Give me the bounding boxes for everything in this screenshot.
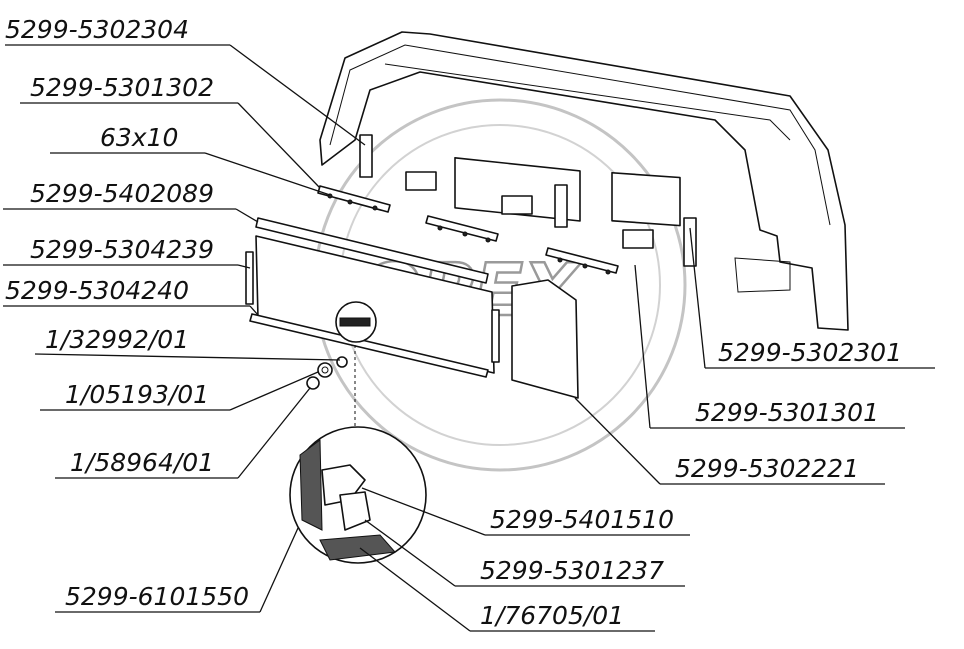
detail-section-b	[339, 491, 371, 531]
detail-seal	[319, 534, 397, 561]
frame-window-right	[611, 171, 681, 227]
label-63x10: 63x10	[100, 123, 178, 152]
leader-lines	[3, 44, 935, 632]
bracket-vertical-center	[554, 184, 568, 228]
detail-section-a	[321, 464, 366, 506]
label-5299-5302221: 5299-5302221	[675, 454, 859, 483]
label-5299-6101550: 5299-6101550	[65, 582, 249, 611]
detail-hatch-wall	[299, 439, 323, 531]
label-5299-5401510: 5299-5401510	[490, 505, 674, 534]
bolt-1-32992	[336, 356, 348, 368]
bracket-vertical-right	[683, 217, 697, 267]
rail-top	[255, 217, 489, 284]
strip-right	[545, 247, 619, 274]
washer-1-05193	[317, 362, 333, 378]
clip-2	[501, 195, 533, 215]
label-5299-5301302: 5299-5301302	[30, 73, 214, 102]
main-panel	[245, 217, 579, 399]
detail-clip-mark	[339, 317, 371, 327]
rail-bottom	[249, 313, 489, 378]
frame-lower-step	[734, 257, 791, 293]
label-1-58964-01: 1/58964/01	[70, 448, 214, 477]
panel-sheet	[255, 235, 495, 374]
label-1-05193-01: 1/05193/01	[65, 380, 209, 409]
label-1-32992-01: 1/32992/01	[45, 325, 189, 354]
strip-left	[317, 185, 391, 213]
clip-3	[622, 229, 654, 249]
frame-groove	[384, 63, 791, 141]
detail-view	[289, 345, 427, 564]
nut-1-58964	[306, 376, 320, 390]
strip-center	[425, 215, 499, 242]
side-plate-right	[491, 309, 500, 363]
label-5299-5301301: 5299-5301301	[695, 398, 879, 427]
part-labels: 5299-5302304 5299-5301302 63x10 5299-540…	[5, 15, 902, 630]
cabin-rear-frame	[319, 31, 849, 331]
side-panel-plate	[511, 279, 579, 399]
frame-outline	[319, 31, 849, 331]
label-5299-5302301: 5299-5302301	[718, 338, 902, 367]
label-5299-5302304: 5299-5302304	[5, 15, 189, 44]
bracket-vertical-left	[359, 134, 373, 178]
label-5299-5304240: 5299-5304240	[5, 276, 189, 305]
label-1-76705-01: 1/76705/01	[480, 601, 624, 630]
label-5299-5301237: 5299-5301237	[480, 556, 664, 585]
mount-strips	[317, 134, 697, 275]
frame-inner-edge	[329, 44, 831, 226]
label-5299-5304239: 5299-5304239	[30, 235, 214, 264]
fasteners	[306, 356, 348, 390]
label-5299-5402089: 5299-5402089	[30, 179, 214, 208]
washer-hole	[321, 366, 329, 374]
side-plate-left	[245, 251, 254, 305]
bolt-dots	[327, 193, 611, 275]
clip-1	[405, 171, 437, 191]
